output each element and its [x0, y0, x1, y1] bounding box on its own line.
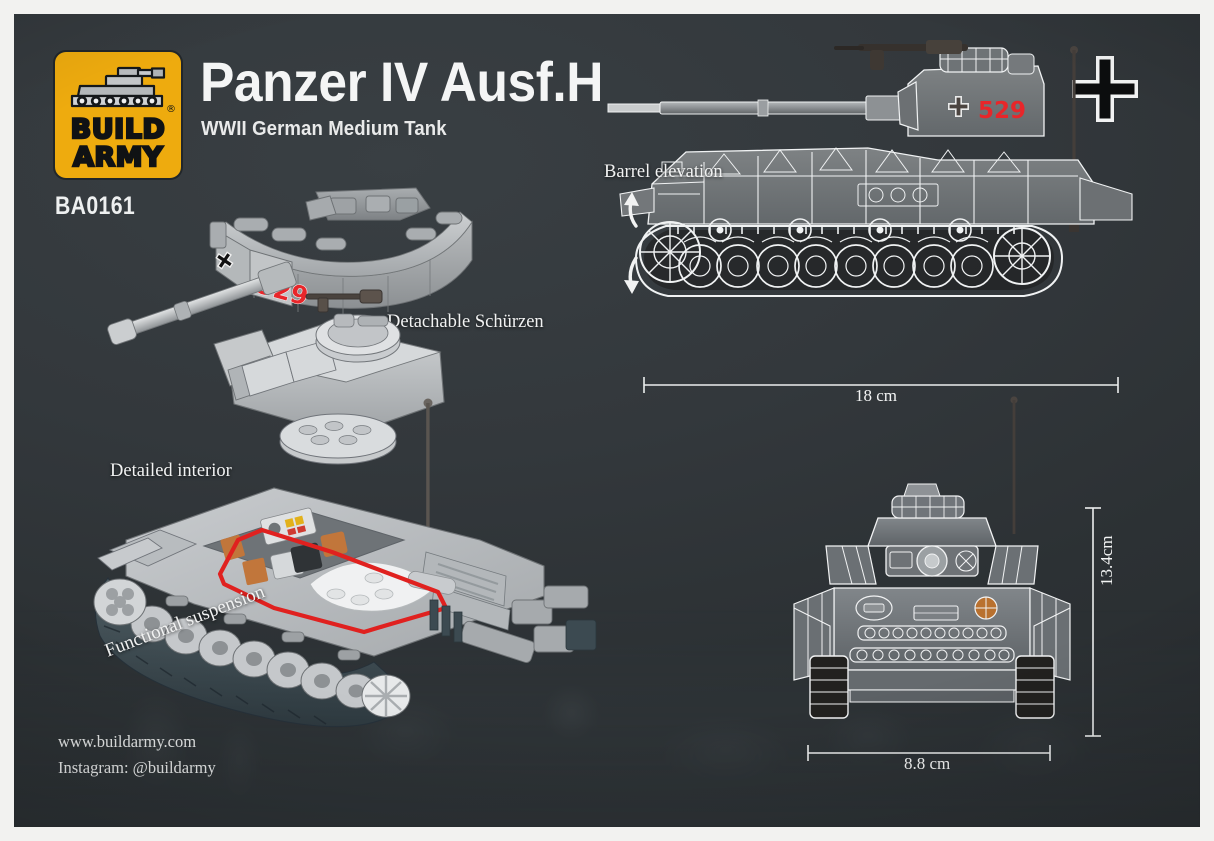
callout-label-interior: Detailed interior	[110, 461, 232, 481]
callout-label-schurzen: Detachable Schürzen	[387, 312, 544, 332]
poster-canvas: BUILD ARMY ® Panzer IV Ausf.H WWII Germa…	[14, 14, 1200, 827]
registered-mark-icon: ®	[166, 104, 176, 115]
logo-word-build: BUILD	[69, 114, 166, 145]
footer-instagram[interactable]: Instagram: @buildarmy	[58, 758, 216, 777]
road-wheels	[93, 578, 411, 718]
interior-highlight-outline	[217, 527, 449, 635]
dimension-label-height: 13.4cm	[1097, 535, 1116, 586]
dimension-label-length: 18 cm	[855, 386, 898, 405]
dimension-line-height	[1085, 507, 1101, 737]
antenna-rod	[423, 398, 433, 563]
hull-side	[619, 147, 1133, 225]
balkenkreuz-icon	[1072, 56, 1138, 122]
balkenkreuz-decal	[215, 251, 234, 270]
front-view-technical-render	[793, 483, 1071, 719]
tracks-front	[793, 587, 1071, 719]
tank-icon	[70, 66, 166, 108]
page-subtitle: WWII German Medium Tank	[201, 118, 447, 140]
main-gun-side	[607, 95, 915, 121]
product-sku: BA0161	[55, 192, 136, 220]
side-view-technical-render: 529	[607, 40, 1133, 297]
dimension-label-width: 8.8 cm	[904, 754, 951, 773]
schurzen-assembly-render: 529	[209, 187, 473, 316]
footer: www.buildarmy.com Instagram: @buildarmy	[58, 729, 216, 781]
barrel-elevation-arrows-icon	[624, 192, 639, 294]
turret-front	[825, 483, 1039, 585]
interior-detail	[220, 507, 457, 612]
footer-website[interactable]: www.buildarmy.com	[58, 732, 197, 751]
dimension-line-length	[643, 377, 1119, 393]
dimension-line-width	[807, 745, 1051, 761]
logo-word-army: ARMY	[72, 142, 164, 173]
brand-logo: BUILD ARMY ®	[55, 52, 181, 178]
turret-render	[107, 261, 445, 465]
antenna-front	[1010, 396, 1018, 534]
hull-number-side: 529	[978, 98, 1026, 124]
page-title: Panzer IV Ausf.H	[200, 50, 603, 113]
hull-render	[93, 487, 597, 728]
balkenkreuz-side	[948, 96, 969, 117]
callout-label-barrel-elevation: Barrel elevation	[604, 162, 723, 182]
hull-front	[833, 587, 1031, 703]
aa-machine-gun-side	[834, 40, 968, 70]
running-gear-side	[634, 218, 1064, 297]
turret-side: 529	[834, 40, 1045, 137]
